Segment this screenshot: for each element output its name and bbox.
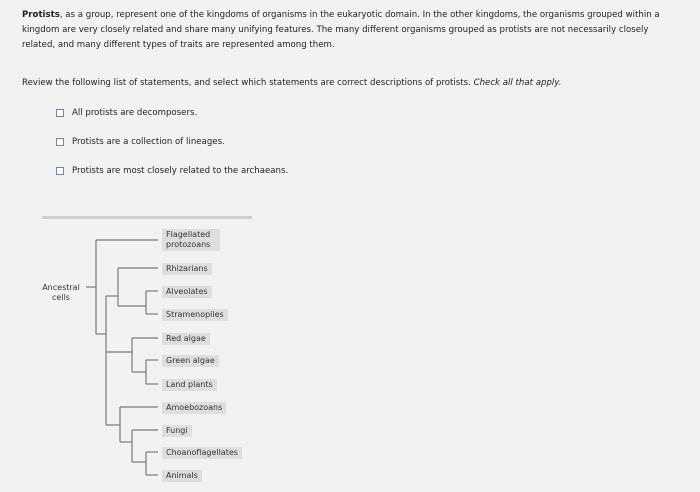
- ancestral-cells-label: Ancestral cells: [42, 283, 80, 302]
- checkbox[interactable]: [56, 109, 64, 117]
- question-instruction: Check all that apply.: [473, 78, 562, 88]
- option-label: All protists are decomposers.: [72, 108, 198, 118]
- option-label: Protists are most closely related to the…: [72, 166, 289, 176]
- option-3[interactable]: Protists are most closely related to the…: [56, 164, 288, 178]
- taxon-rhizarians: Rhizarians: [162, 263, 212, 275]
- taxon-animals: Animals: [162, 470, 202, 482]
- option-1[interactable]: All protists are decomposers.: [56, 106, 197, 120]
- taxon-amoebozoans: Amoebozoans: [162, 402, 227, 414]
- intro-bold-lead: Protists: [22, 10, 60, 20]
- taxon-red-algae: Red algae: [162, 333, 210, 345]
- option-label: Protists are a collection of lineages.: [72, 137, 225, 147]
- intro-paragraph: Protists, as a group, represent one of t…: [22, 8, 682, 53]
- taxon-flagellated-protozoans: Flagellated protozoans: [162, 229, 220, 251]
- taxon-green-algae: Green algae: [162, 355, 219, 367]
- taxon-land-plants: Land plants: [162, 379, 217, 391]
- taxon-alveolates: Alveolates: [162, 286, 212, 298]
- question-prompt: Review the following list of statements,…: [22, 78, 682, 88]
- taxon-fungi: Fungi: [162, 425, 192, 437]
- taxon-stramenopiles: Stramenopiles: [162, 309, 228, 321]
- option-2[interactable]: Protists are a collection of lineages.: [56, 135, 225, 149]
- figure-divider: [42, 216, 252, 219]
- intro-text: , as a group, represent one of the kingd…: [22, 10, 660, 50]
- question-text: Review the following list of statements,…: [22, 78, 474, 88]
- checkbox[interactable]: [56, 138, 64, 146]
- checkbox[interactable]: [56, 167, 64, 175]
- taxon-choanoflagellates: Choanoflagellates: [162, 447, 242, 459]
